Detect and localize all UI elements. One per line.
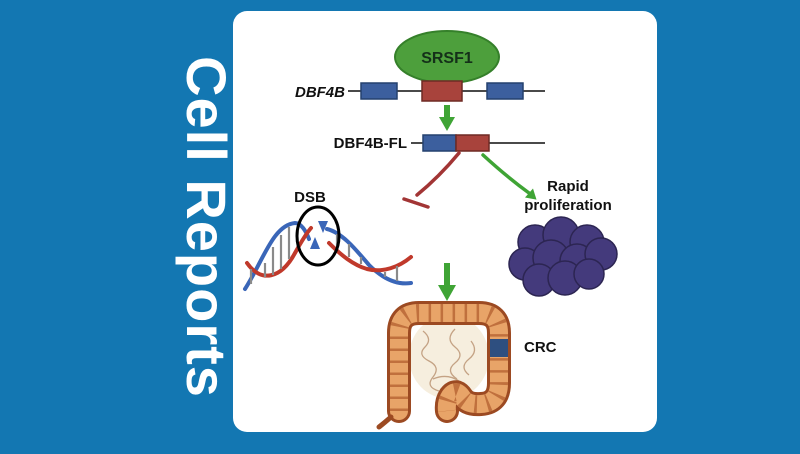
dna-break-end-left bbox=[310, 237, 320, 249]
proliferation-label-line1: Rapid bbox=[547, 178, 589, 195]
dbf4b-fl-isoform: DBF4B-FL bbox=[334, 134, 545, 152]
crc-arrow-head bbox=[438, 285, 456, 301]
inhibition-arrow-tbar bbox=[402, 197, 430, 209]
dna-strand-red-right bbox=[327, 241, 413, 273]
journal-title: Cell Reports bbox=[175, 56, 238, 398]
dna-break-end-right bbox=[318, 221, 328, 233]
figure-svg: SRSF1 DBF4B DBF4B-FL bbox=[243, 30, 618, 430]
dsb-label: DSB bbox=[294, 189, 326, 206]
intestine-squiggle bbox=[449, 328, 461, 380]
isoform-box-blue bbox=[422, 134, 457, 152]
dna-helix: DSB bbox=[243, 189, 413, 291]
exon-box-blue-right bbox=[486, 82, 524, 100]
proliferation-arrow bbox=[481, 153, 537, 200]
exon-box-blue-left bbox=[360, 82, 398, 100]
proliferation-label-line2: proliferation bbox=[524, 197, 612, 214]
splice-arrow bbox=[439, 105, 455, 131]
srsf1-protein: SRSF1 bbox=[394, 30, 500, 84]
crc-label: CRC bbox=[524, 339, 557, 356]
colon-illustration: CRC bbox=[376, 301, 557, 430]
dsb-circle bbox=[295, 205, 341, 267]
intestine-squiggle bbox=[432, 375, 460, 382]
dna-strand-blue-left bbox=[243, 220, 311, 291]
intestine-squiggle bbox=[421, 330, 440, 392]
srsf1-label: SRSF1 bbox=[421, 50, 473, 67]
inhibition-arrow-shaft bbox=[415, 151, 461, 197]
exon-box-red bbox=[421, 80, 463, 102]
crc-arrow bbox=[438, 263, 456, 301]
proliferation-label: Rapid proliferation bbox=[524, 178, 612, 214]
abstract-panel: SRSF1 DBF4B DBF4B-FL bbox=[233, 11, 657, 432]
tumor-cells bbox=[508, 216, 618, 297]
small-intestine-area bbox=[409, 315, 489, 399]
proliferation-arrow-head bbox=[525, 188, 537, 200]
gene-label: DBF4B bbox=[295, 84, 345, 101]
colon-haustra-bands bbox=[390, 304, 508, 414]
tumor-cell bbox=[573, 258, 605, 290]
dna-strand-red-left bbox=[245, 226, 313, 278]
splice-arrow-head bbox=[439, 117, 455, 131]
dbf4b-gene: DBF4B bbox=[295, 80, 545, 102]
isoform-box-red bbox=[455, 134, 490, 152]
small-intestine-squiggles bbox=[421, 328, 476, 392]
inhibition-arrow bbox=[402, 151, 461, 209]
dna-rungs-left bbox=[249, 227, 291, 284]
appendix bbox=[376, 414, 394, 430]
proliferation-arrow-shaft bbox=[481, 153, 531, 195]
intestine-squiggle bbox=[463, 340, 476, 376]
isoform-label: DBF4B-FL bbox=[334, 135, 407, 152]
